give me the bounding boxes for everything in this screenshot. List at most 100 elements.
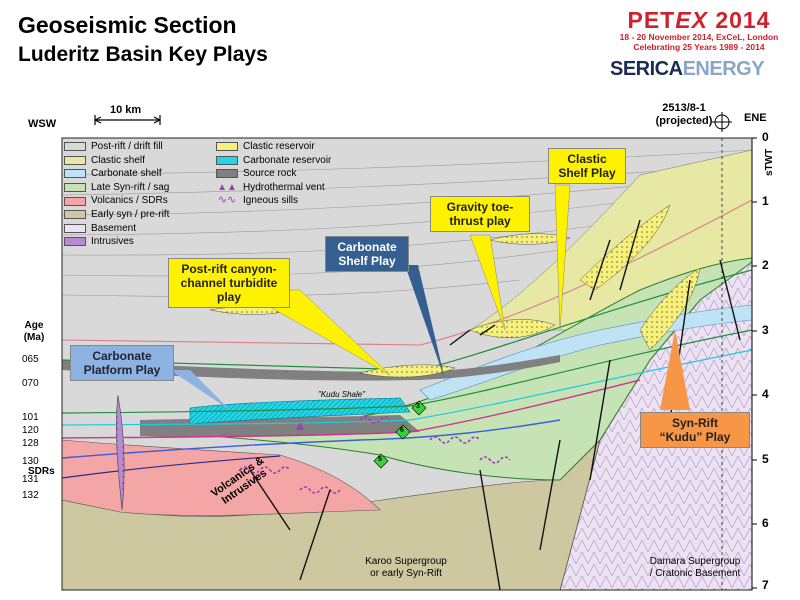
logo-pet: PET [627,7,676,33]
axis-tick-7: 7 [762,578,769,592]
clastic-reservoir-3 [579,204,671,291]
hydrothermal-vent-icon: ▲▲ [217,181,237,193]
age-120: 120 [22,425,39,436]
well-note: (projected) [655,115,713,127]
callout-clastic-shelf: Clastic Shelf Play [548,148,626,184]
legend-swatch [64,183,86,193]
legend-swatch [216,155,238,165]
legend-swatch [64,210,86,220]
axis-tick-4: 4 [762,387,769,401]
logo-ex: EX [675,7,708,33]
legend-swatch [64,237,86,247]
age-070: 070 [22,378,39,389]
legend-swatch [64,142,86,152]
logo-serica: SERICA [610,58,683,80]
logo-energy: ENERGY [682,58,765,80]
horizon-101 [62,329,752,414]
karoo-line2: or early Syn-Rift [370,568,442,579]
age-title: Age (Ma) [20,320,48,344]
axis-unit: sTWT [764,148,775,176]
axis-tick-2: 2 [762,258,769,272]
kudu-shale-label: "Kudu Shale" [318,390,366,399]
legend-label: Intrusives [91,236,134,248]
axis-tick-3: 3 [762,323,769,337]
carbonate-reservoir [189,397,411,425]
legend-label: Volcanics / SDRs [91,195,168,207]
title-line-1: Geoseismic Section [18,12,237,38]
legend-label: Basement [91,222,137,234]
legend-label: Early syn / pre-rift [91,208,170,220]
age-101: 101 [22,412,39,423]
karoo-label: Karoo Supergroup or early Syn-Rift [356,556,456,580]
axis-tick-5: 5 [762,452,769,466]
legend-left: Post-rift / drift fill Clastic shelf Car… [64,140,169,249]
igneous-sill-icon: ∿∿ [217,194,237,207]
callout-synrift: Syn-Rift “Kudu” Play [640,412,750,448]
legend-label: Post-rift / drift fill [91,141,163,152]
callout-pointers [170,184,690,410]
legend-label: Carbonate reservoir [243,154,332,166]
callout-postrift: Post-rift canyon-channel turbidite play [168,258,290,308]
age-132: 132 [22,490,39,501]
legend-item: Intrusives [64,235,169,249]
well-label: 2513/8-1 (projected) [650,102,718,128]
faults [249,219,741,590]
clastic-reservoir-4 [489,233,571,245]
clastic-reservoir-1 [359,364,456,378]
legend-item: Clastic shelf [64,154,169,168]
callout-synrift-line2: “Kudu” Play [659,430,731,444]
source-marker-label: 5 [378,456,382,463]
orientation-right: ENE [744,112,767,124]
orientation-left: WSW [28,118,57,130]
petex-logo: PETEX 2014 18 - 20 November 2014, ExCeL,… [604,8,794,52]
legend-item: ▲▲Hydrothermal vent [216,181,331,195]
age-title-1: Age [24,320,44,331]
legend-swatch [64,223,86,233]
sdrs-label: SDRs [28,466,55,477]
legend-item: Carbonate shelf [64,167,169,181]
legend-label: Clastic shelf [91,154,145,166]
legend-swatch [64,155,86,165]
legend-item: Volcanics / SDRs [64,194,169,208]
hydrothermal-vent [296,422,304,430]
legend-item: Late Syn-rift / sag [64,181,169,195]
scale-bar [94,115,161,125]
title-line-2: Luderitz Basin Key Plays [18,43,268,66]
axis-tick-0: 0 [762,130,769,144]
age-128: 128 [22,438,39,449]
clastic-reservoir-5 [639,267,701,351]
legend-swatch [64,169,86,179]
source-marker-label: 3 [416,403,420,410]
legend-swatch [64,196,86,206]
legend-item: Basement [64,222,169,236]
damara-label: Damara Supergroup / Cratonic Basement [640,556,750,580]
legend-label: Igneous sills [243,195,299,207]
source-marker-label: 6 [400,427,404,434]
legend-label: Clastic reservoir [243,141,315,152]
legend-item: Clastic reservoir [216,140,331,154]
damara-line2: / Cratonic Basement [649,568,741,579]
damara-line1: Damara Supergroup [649,556,741,567]
logo-year: 2014 [715,7,771,33]
legend-label: Late Syn-rift / sag [91,181,170,193]
age-065: 065 [22,354,39,365]
callout-carbonate-platform: Carbonate Platform Play [70,345,174,381]
callout-synrift-line1: Syn-Rift [672,416,718,430]
legend-right: Clastic reservoir Carbonate reservoir So… [216,140,331,208]
volcanics-sdrs [62,439,381,516]
horizon-130 [62,419,561,459]
karoo-line1: Karoo Supergroup [365,556,447,567]
clastic-reservoir-2 [469,319,556,338]
twt-axis [751,137,757,590]
page-title: Geoseismic Section Luderitz Basin Key Pl… [18,10,268,70]
legend-item: Post-rift / drift fill [64,140,169,154]
legend-item: ∿∿ Igneous sills [216,194,331,208]
axis-tick-6: 6 [762,516,769,530]
source-rock-markers [373,400,427,469]
igneous-sills [239,416,511,494]
horizon-120 [62,349,752,426]
logo-dates: 18 - 20 November 2014, ExCeL, London [619,32,779,42]
callout-gravity: Gravity toe-thrust play [430,196,530,232]
horizon-065 [62,199,752,346]
